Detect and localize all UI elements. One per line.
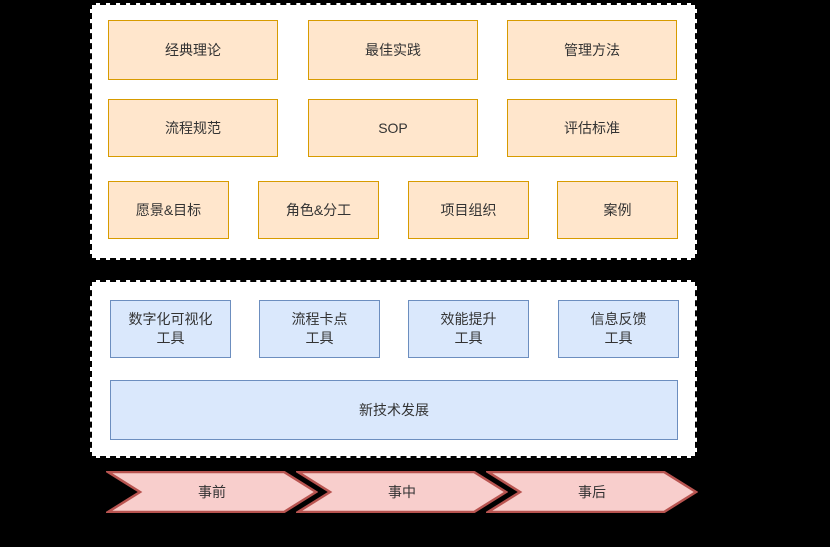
management-method-box: 管理方法 bbox=[507, 20, 677, 80]
stage-after-arrow: 事后 bbox=[486, 471, 698, 513]
project-organization-box: 项目组织 bbox=[408, 181, 529, 239]
stage-before-arrow: 事前 bbox=[106, 471, 318, 513]
vision-goal-box: 愿景&目标 bbox=[108, 181, 229, 239]
stage-after-label: 事后 bbox=[578, 484, 606, 500]
process-checkpoint-tool-box: 流程卡点 工具 bbox=[259, 300, 380, 358]
chevron-shape bbox=[486, 471, 698, 513]
sop-box: SOP bbox=[308, 99, 478, 157]
classic-theory-box: 经典理论 bbox=[108, 20, 278, 80]
stage-during-label: 事中 bbox=[388, 484, 416, 500]
evaluation-standard-box: 评估标准 bbox=[507, 99, 677, 157]
process-standard-box: 流程规范 bbox=[108, 99, 278, 157]
new-technology-box: 新技术发展 bbox=[110, 380, 678, 440]
stage-during-arrow: 事中 bbox=[296, 471, 508, 513]
case-box: 案例 bbox=[557, 181, 678, 239]
information-feedback-tool-box: 信息反馈 工具 bbox=[558, 300, 679, 358]
stage-before-label: 事前 bbox=[198, 484, 226, 500]
role-division-box: 角色&分工 bbox=[258, 181, 379, 239]
chevron-shape bbox=[106, 471, 318, 513]
digital-visualization-tool-box: 数字化可视化 工具 bbox=[110, 300, 231, 358]
efficiency-improvement-tool-box: 效能提升 工具 bbox=[408, 300, 529, 358]
best-practice-box: 最佳实践 bbox=[308, 20, 478, 80]
chevron-shape bbox=[296, 471, 508, 513]
